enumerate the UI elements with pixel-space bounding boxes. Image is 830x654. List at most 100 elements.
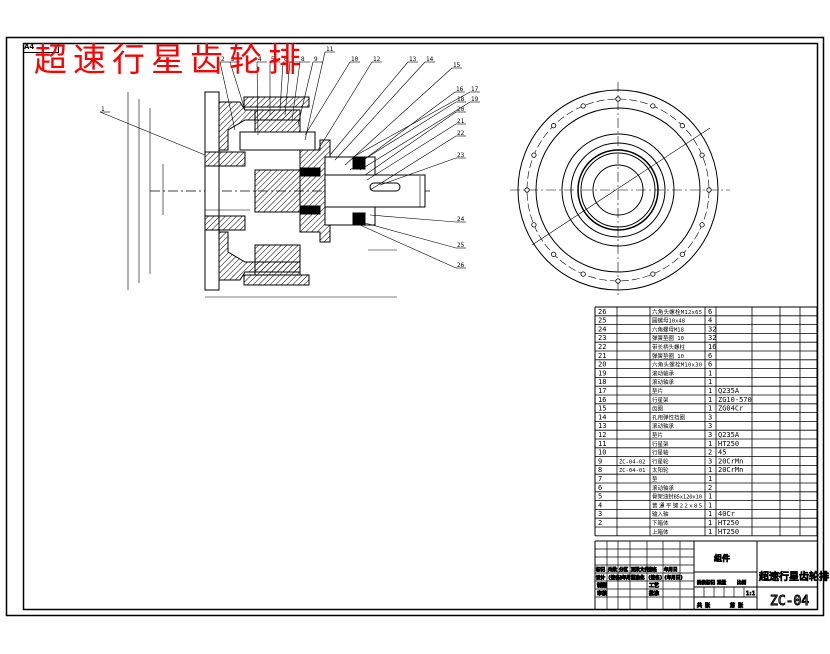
part-name: 普通平键22x85 bbox=[652, 501, 702, 509]
bolt-hole bbox=[699, 152, 705, 158]
title-block-title: 超速行星齿轮排 bbox=[759, 570, 829, 583]
leader-line bbox=[329, 61, 409, 156]
part-qty: 2 bbox=[708, 449, 712, 457]
balloon-number: 21 bbox=[457, 118, 465, 125]
tb-role: 工艺 bbox=[649, 583, 659, 589]
bolt-hole bbox=[699, 222, 705, 228]
bolt-holes bbox=[524, 96, 712, 284]
balloon-number: 23 bbox=[457, 152, 465, 159]
part-material: ZG04Cr bbox=[718, 405, 743, 413]
part-qty: 32 bbox=[708, 325, 716, 333]
part-name: 上箱体 bbox=[652, 528, 669, 536]
bolt-hole bbox=[679, 123, 685, 129]
tb-rev-header2: 设计 bbox=[596, 574, 605, 581]
part-qty: 6 bbox=[708, 352, 712, 360]
part-number: 16 bbox=[598, 396, 606, 404]
balloon-number: 3 bbox=[231, 56, 235, 63]
part-number: 25 bbox=[598, 317, 606, 325]
bearing-right-bottom bbox=[352, 212, 366, 226]
tb-rev-header: 标记 bbox=[596, 566, 605, 573]
leader-line bbox=[317, 61, 373, 151]
balloon-number: 19 bbox=[471, 96, 479, 103]
part-material: 20CrMn bbox=[718, 457, 743, 465]
tb-stage-header: 比例 bbox=[737, 579, 746, 586]
balloon-number: 17 bbox=[471, 86, 479, 93]
part-name: 垫片 bbox=[652, 431, 663, 439]
tb-rev-header: 分区 bbox=[619, 566, 628, 573]
part-qty: 1 bbox=[708, 466, 712, 474]
tb-rev-header: 更改文件号 bbox=[631, 566, 654, 573]
tb-rev-header2: (签名) bbox=[608, 574, 622, 581]
balloon-number: 2 bbox=[221, 56, 225, 63]
balloon-number: 26 bbox=[457, 262, 465, 269]
part-name: 齿圈 bbox=[652, 406, 664, 413]
balloon-number: 8 bbox=[301, 56, 305, 63]
balloon-number: 18 bbox=[457, 96, 465, 103]
leader-line bbox=[304, 61, 351, 136]
part-code: ZC-04-02 bbox=[619, 459, 646, 465]
part-name: 垫片 bbox=[652, 387, 663, 395]
part-material: 45 bbox=[718, 449, 726, 457]
part-number: 6 bbox=[598, 484, 602, 492]
circle bbox=[592, 164, 644, 216]
balloon-number: 20 bbox=[457, 106, 465, 113]
balloon-number: 25 bbox=[457, 242, 465, 249]
part-qty: 1 bbox=[708, 493, 712, 501]
part-code: ZC-04-01 bbox=[619, 468, 646, 474]
bolt-hole bbox=[531, 222, 537, 228]
part-number: 11 bbox=[598, 440, 606, 448]
tb-role: 批准 bbox=[649, 590, 659, 597]
leader-line bbox=[344, 67, 453, 166]
bolt-hole bbox=[580, 103, 586, 109]
leader-line bbox=[352, 91, 471, 158]
sheet-count: 共 张 bbox=[697, 602, 710, 609]
leader-line bbox=[369, 214, 457, 223]
planet-gear-bottom bbox=[254, 244, 301, 276]
part-number: 15 bbox=[598, 405, 606, 413]
part-number: 19 bbox=[598, 369, 606, 377]
ring-gear-top bbox=[243, 96, 310, 108]
bolt-hole bbox=[615, 96, 621, 102]
part-number: 12 bbox=[598, 431, 606, 439]
circle bbox=[577, 149, 659, 231]
part-number: 24 bbox=[598, 325, 606, 333]
part-name: 滚动轴承 bbox=[652, 484, 675, 492]
balloon-number: 16 bbox=[456, 86, 464, 93]
hub-upper bbox=[204, 151, 246, 167]
balloon-number: 15 bbox=[453, 62, 461, 69]
tb-role: 审核 bbox=[597, 590, 607, 597]
planet-shaft-top bbox=[239, 131, 316, 151]
bolt-hole bbox=[679, 251, 685, 257]
bolt-hole bbox=[580, 271, 586, 277]
part-qty: 1 bbox=[708, 396, 712, 404]
leader-line bbox=[229, 61, 246, 111]
leader-line bbox=[369, 135, 457, 191]
part-name: 太阳轮 bbox=[652, 466, 669, 474]
leader-line bbox=[284, 61, 291, 116]
balloon-number: 7 bbox=[291, 56, 295, 63]
tb-rev-header2: (签名) bbox=[648, 574, 662, 581]
part-qty: 1 bbox=[708, 519, 712, 527]
leader-line bbox=[359, 224, 457, 269]
part-number: 3 bbox=[598, 510, 602, 518]
circle bbox=[561, 133, 675, 247]
